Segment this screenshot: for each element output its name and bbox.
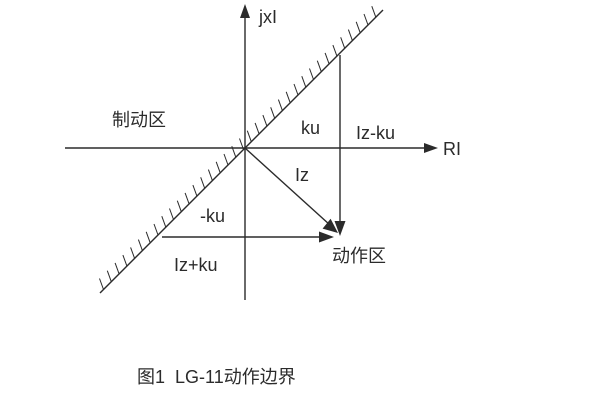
iz-minus-ku-label: Iz-ku: [356, 123, 395, 143]
operating-region-label: 动作区: [332, 246, 386, 266]
horizontal-axis-arrow-icon: [424, 143, 438, 153]
iz-vector: [244, 147, 331, 226]
iz-plus-ku-label: Iz+ku: [174, 255, 218, 275]
braking-region-label: 制动区: [112, 110, 166, 130]
minus-ku-label: -ku: [200, 206, 225, 226]
figure-caption: 图1 LG-11动作边界: [137, 367, 296, 387]
vertical-axis-arrow-icon: [240, 4, 250, 18]
vertical-axis-label: jxI: [258, 7, 277, 27]
iz-plus-ku-arrow-icon: [319, 231, 334, 243]
ku-line-down-arrow-icon: [334, 221, 346, 236]
horizontal-axis-label: RI: [443, 139, 461, 159]
iz-vector-arrow-icon: [322, 218, 338, 233]
boundary-line: [99, 9, 384, 294]
hatch-marks: [99, 6, 377, 290]
ku-label: ku: [301, 118, 320, 138]
iz-label: Iz: [295, 165, 309, 185]
